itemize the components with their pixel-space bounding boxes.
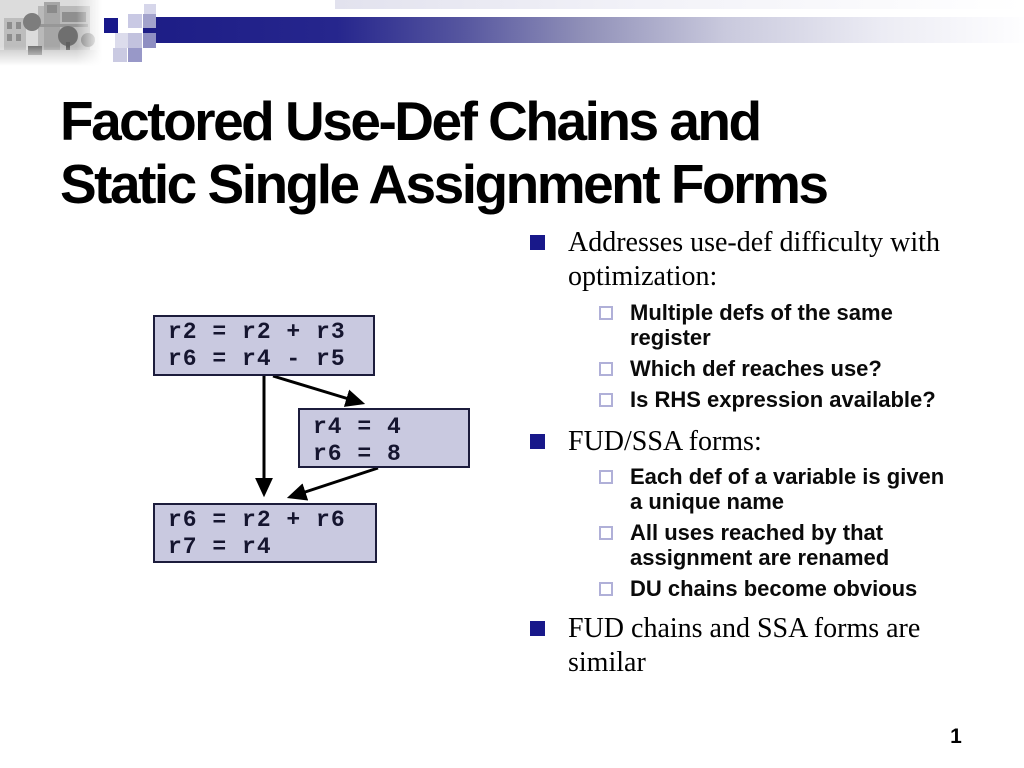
bullet-text: Each def of a variable is given a unique… xyxy=(630,464,945,514)
bullet-level2: Each def of a variable is given a unique… xyxy=(528,464,986,514)
filled-square-bullet-icon xyxy=(530,235,545,250)
decor-square xyxy=(143,14,156,28)
decor-square xyxy=(144,4,156,14)
code-line: r6 = 8 xyxy=(313,441,402,467)
decor-square xyxy=(104,18,118,33)
slide-title: Factored Use-Def Chains and Static Singl… xyxy=(60,90,1010,216)
bullet-level2: Which def reaches use? xyxy=(528,356,986,381)
decor-square xyxy=(128,14,142,28)
decor-square xyxy=(115,33,128,48)
campus-photo xyxy=(0,0,102,66)
slide-title-line1: Factored Use-Def Chains and xyxy=(60,90,762,152)
bullet-text: Addresses use-def difficulty with optimi… xyxy=(568,227,940,292)
hollow-square-bullet-icon xyxy=(599,526,613,540)
decor-square xyxy=(128,33,142,48)
bullet-text: Which def reaches use? xyxy=(630,356,882,381)
page-number: 1 xyxy=(950,725,962,748)
code-block-bottom: r6 = r2 + r6 r7 = r4 xyxy=(153,503,377,563)
bullet-text: DU chains become obvious xyxy=(630,576,918,601)
header-top-stripe xyxy=(335,0,1024,9)
bullet-text: FUD/SSA forms: xyxy=(568,426,762,457)
bullet-level2: All uses reached by that assignment are … xyxy=(528,520,986,570)
bullet-level2: Is RHS expression available? xyxy=(528,387,986,412)
hollow-square-bullet-icon xyxy=(599,306,613,320)
code-line: r4 = 4 xyxy=(313,414,402,440)
code-line: r6 = r2 + r6 xyxy=(168,507,346,533)
code-block-top: r2 = r2 + r3 r6 = r4 - r5 xyxy=(153,315,375,376)
bullet-text: All uses reached by that assignment are … xyxy=(630,520,890,570)
flow-arrows xyxy=(255,374,379,501)
bullet-text: Multiple defs of the same register xyxy=(630,300,893,350)
hollow-square-bullet-icon xyxy=(599,362,613,376)
decor-square xyxy=(143,33,156,48)
code-line: r2 = r2 + r3 xyxy=(168,319,346,345)
bullet-level2: Multiple defs of the same register xyxy=(528,300,986,350)
control-flow-diagram: r2 = r2 + r3 r6 = r4 - r5 r4 = 4 r6 = 8 … xyxy=(140,295,485,580)
bullet-text: Is RHS expression available? xyxy=(630,387,936,412)
decor-square xyxy=(128,48,142,62)
code-line: r6 = r4 - r5 xyxy=(168,346,346,372)
header-gradient-bar xyxy=(143,17,1024,43)
bullet-list: Addresses use-def difficulty with optimi… xyxy=(528,226,986,680)
filled-square-bullet-icon xyxy=(530,621,545,636)
slide-title-line2: Static Single Assignment Forms xyxy=(60,153,829,215)
filled-square-bullet-icon xyxy=(530,434,545,449)
hollow-square-bullet-icon xyxy=(599,582,613,596)
bullet-level1: Addresses use-def difficulty with optimi… xyxy=(528,226,986,294)
code-line: r7 = r4 xyxy=(168,534,272,560)
bullet-level2: DU chains become obvious xyxy=(528,576,986,601)
decor-square xyxy=(113,48,127,62)
bullet-level1: FUD/SSA forms: xyxy=(528,425,986,459)
code-block-middle: r4 = 4 r6 = 8 xyxy=(298,408,470,468)
hollow-square-bullet-icon xyxy=(599,470,613,484)
bullet-text: FUD chains and SSA forms are similar xyxy=(568,613,921,678)
hollow-square-bullet-icon xyxy=(599,393,613,407)
bullet-level1: FUD chains and SSA forms are similar xyxy=(528,612,986,680)
